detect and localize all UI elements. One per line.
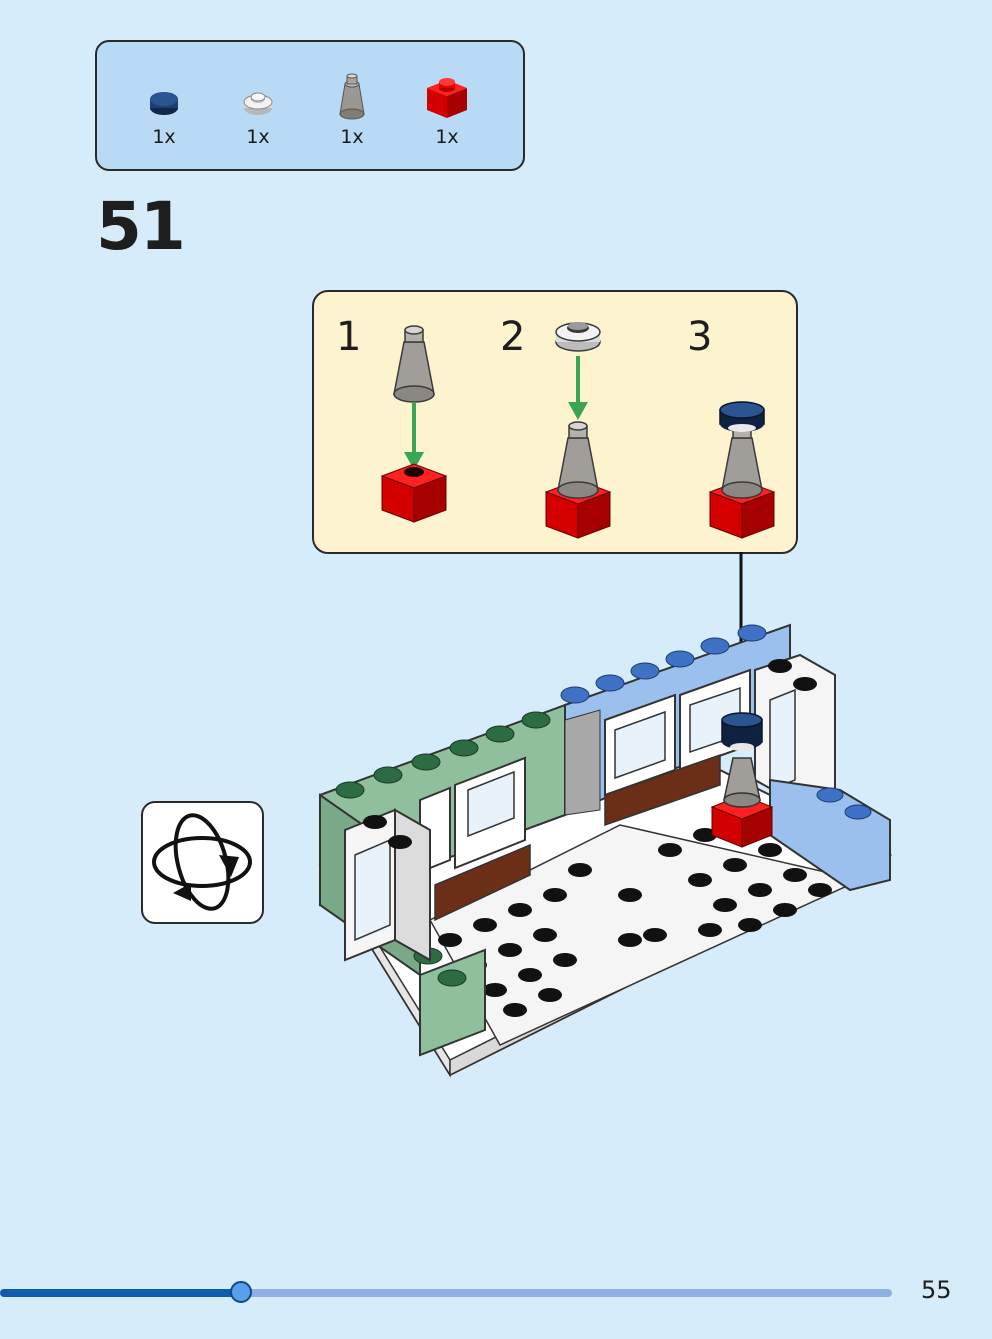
- grey-cone-icon: [339, 73, 365, 120]
- part-quantity: 1x: [152, 126, 176, 148]
- red-brick-icon: [427, 78, 467, 118]
- part-grey-cone: 1x: [322, 70, 382, 148]
- substep-2-plate: [555, 322, 601, 352]
- progress-knob: [230, 1281, 252, 1303]
- progress-fill: [0, 1289, 241, 1297]
- model-illustration: [318, 623, 893, 1078]
- dark-blue-round-tile-icon: [150, 92, 178, 115]
- substep-panel: 1 2 3: [312, 290, 798, 554]
- part-quantity: 1x: [435, 126, 459, 148]
- page-number: 55: [921, 1276, 952, 1304]
- part-white-plate: 1x: [228, 82, 288, 152]
- parts-list: 1x 1x 1x 1x: [95, 40, 525, 171]
- substep-label: 3: [687, 314, 713, 360]
- part-quantity: 1x: [340, 126, 364, 148]
- part-dark-blue-tile: 1x: [134, 82, 194, 152]
- progress-bar: [0, 1281, 892, 1303]
- rotate-model-box: [141, 801, 264, 924]
- substep-3-dark-tile: [719, 401, 765, 432]
- rotate-model-icon: [152, 813, 252, 911]
- substep-label: 2: [500, 314, 526, 360]
- part-quantity: 1x: [246, 126, 270, 148]
- substep-illustration: [381, 322, 775, 539]
- step-number: 51: [96, 188, 186, 265]
- substep-1-cone: [393, 325, 435, 403]
- white-round-plate-icon: [243, 92, 273, 115]
- substep-label: 1: [336, 314, 362, 360]
- part-red-brick: 1x: [417, 72, 477, 148]
